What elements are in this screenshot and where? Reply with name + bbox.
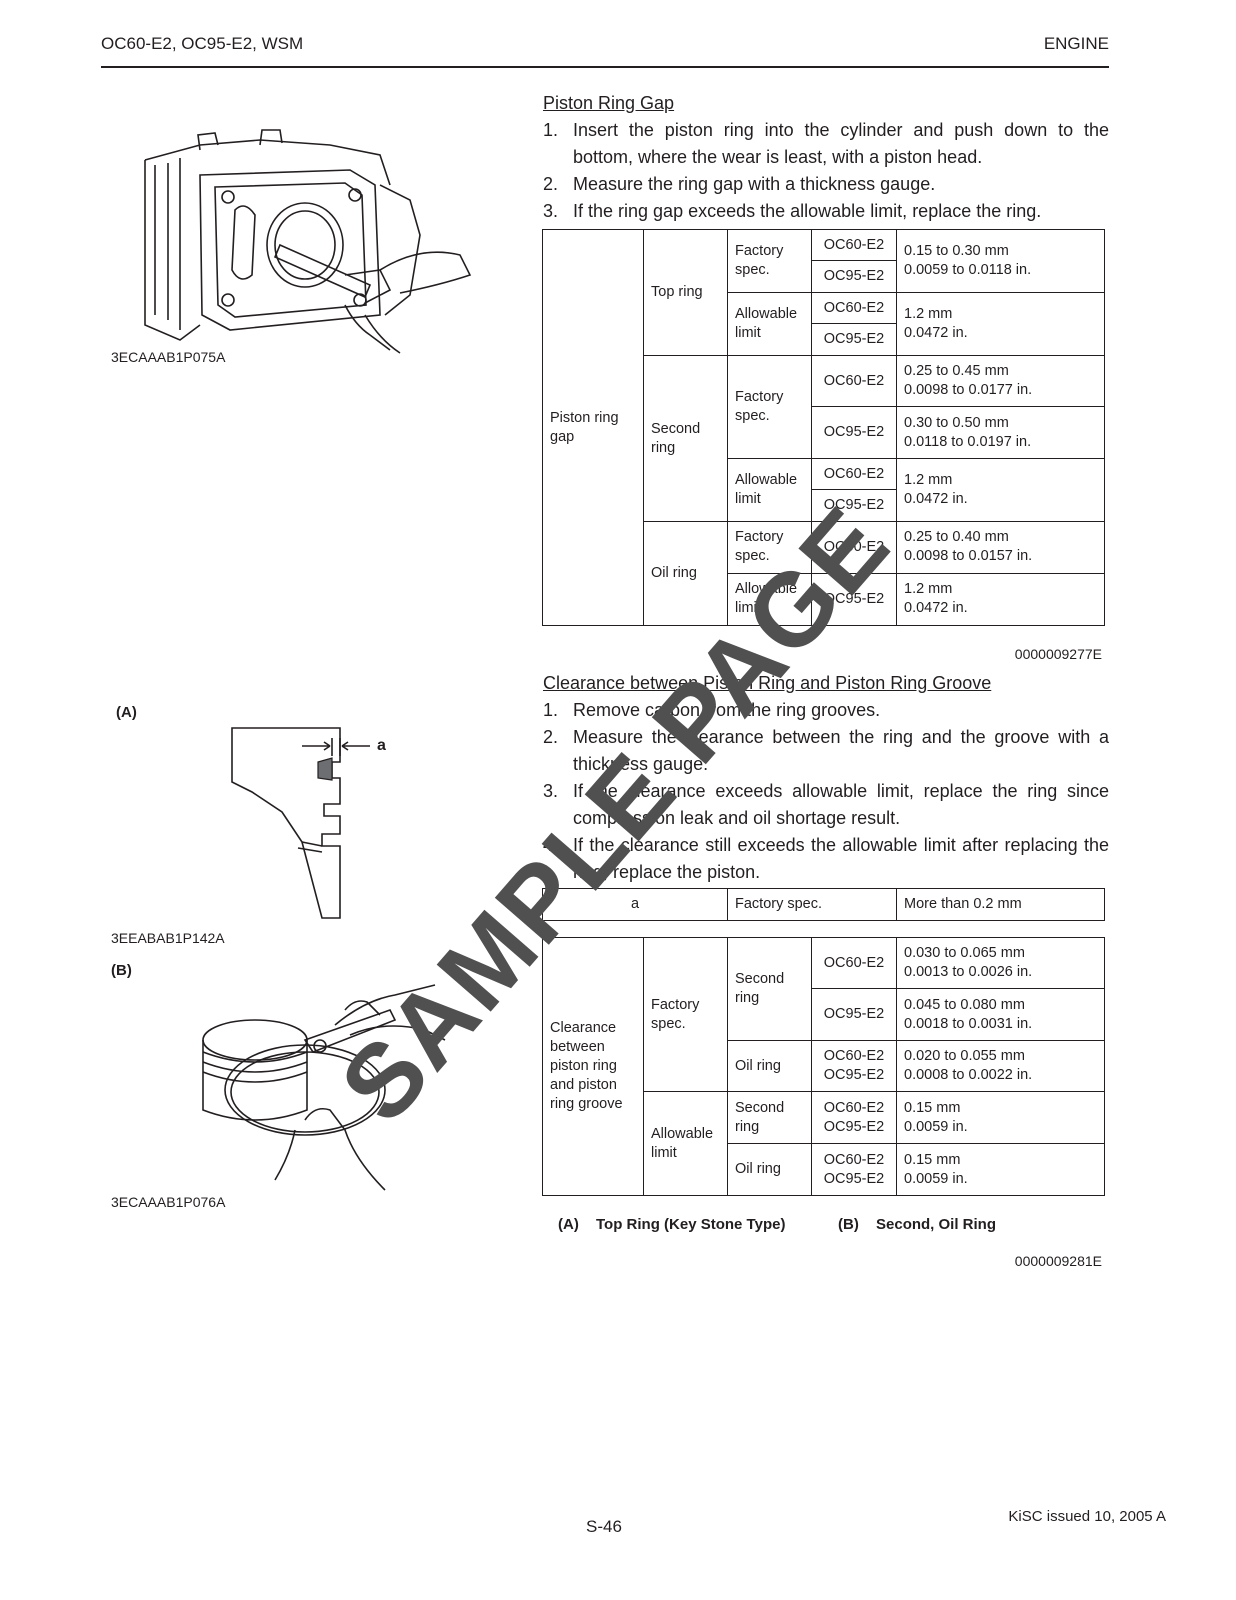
caption-a-label: (A) [558, 1216, 579, 1233]
keystone-groove-illustration [231, 727, 370, 919]
model-cell: OC60-E2 [811, 355, 897, 407]
clearance-steps: 1.Remove carbon from the ring grooves. 2… [543, 697, 1109, 886]
callout-a: a [377, 737, 386, 754]
dimension-cell: a [542, 888, 728, 921]
model-cell: OC60-E2 [811, 937, 897, 989]
model-cell: OC95-E2 [811, 489, 897, 522]
model-cell: OC95-E2 [811, 988, 897, 1041]
ring-gap-steps: 1.Insert the piston ring into the cylind… [543, 117, 1109, 225]
ring-gap-table: Piston ring gap Top ring Factory spec. O… [542, 229, 1105, 626]
second-ring-cell: Second ring [727, 1091, 812, 1144]
oil-ring-cell: Oil ring [727, 1143, 812, 1196]
model-cell: OC95-E2 [811, 406, 897, 459]
second-ring-cell: Second ring [643, 355, 728, 522]
model-cell: OC95-E2 [811, 323, 897, 356]
figure-1-code: 3ECAAAB1P075A [111, 349, 226, 365]
allowable-limit-cell: Allowable limit [727, 458, 812, 522]
figure-b-label: (B) [111, 962, 132, 979]
model-cell: OC95-E2 [811, 572, 897, 626]
groove-spec-table: a Factory spec. More than 0.2 mm [542, 888, 1105, 921]
step-item: 2.Measure the clearance between the ring… [543, 727, 1109, 774]
second-ring-cell: Second ring [727, 937, 812, 1041]
step-item: 1.Remove carbon from the ring grooves. [543, 700, 881, 720]
caption-a-text: Top Ring (Key Stone Type) [596, 1216, 786, 1233]
allowable-limit-cell: Allowable limit [727, 292, 812, 356]
section-title-ring-gap: Piston Ring Gap [543, 93, 675, 113]
step-item: 3.If the ring gap exceeds the allowable … [543, 201, 1042, 221]
caption-b-label: (B) [838, 1216, 859, 1233]
model-cell: OC95-E2 [811, 260, 897, 293]
section-1-code: 0000009277E [1014, 646, 1102, 662]
figure-b-code: 3ECAAAB1P076A [111, 1194, 226, 1210]
factory-spec-cell: Factory spec. [727, 888, 897, 921]
step-item: 3.If the clearance exceeds allowable lim… [543, 781, 1109, 828]
model-cell: OC60-E2 [811, 458, 897, 490]
allowable-limit-cell: Allowable limit [643, 1091, 728, 1196]
figure-a-code: 3EEABAB1P142A [111, 930, 225, 946]
cylinder-gauge-illustration [144, 129, 472, 354]
clearance-table: Clearance between piston ring and piston… [542, 937, 1105, 1196]
header-model: OC60-E2, OC95-E2, WSM [101, 34, 304, 53]
item-cell: Piston ring gap [542, 229, 644, 626]
top-ring-cell: Top ring [643, 229, 728, 356]
step-item: 1.Insert the piston ring into the cylind… [543, 120, 1109, 167]
oil-ring-cell: Oil ring [727, 1040, 812, 1092]
factory-spec-cell: Factory spec. [727, 355, 812, 459]
step-item: 4.If the clearance still exceeds the all… [543, 835, 1109, 882]
oil-ring-cell: Oil ring [643, 521, 728, 626]
model-cell: OC60-E2 [811, 521, 897, 574]
allowable-limit-cell: Allowable limit [727, 572, 812, 626]
header-section: ENGINE [1043, 34, 1109, 53]
value-cell: More than 0.2 mm [896, 888, 1105, 921]
issue-note: KiSC issued 10, 2005 A [1008, 1508, 1166, 1525]
step-item: 2.Measure the ring gap with a thickness … [543, 174, 936, 194]
page-number: S-46 [586, 1517, 622, 1536]
figure-a-label: (A) [116, 704, 137, 721]
section-title-clearance: Clearance between Piston Ring and Piston… [543, 673, 992, 693]
header-rule [101, 66, 1109, 68]
factory-spec-cell: Factory spec. [727, 521, 812, 574]
factory-spec-cell: Factory spec. [727, 229, 812, 293]
model-cell: OC60-E2 [811, 292, 897, 324]
caption-b-text: Second, Oil Ring [876, 1216, 997, 1233]
model-cell: OC60-E2 [811, 229, 897, 261]
factory-spec-cell: Factory spec. [643, 937, 728, 1092]
section-2-code: 0000009281E [1014, 1253, 1102, 1269]
piston-ring-gauge-illustration [202, 984, 446, 1191]
item-cell: Clearance between piston ring and piston… [542, 937, 644, 1196]
